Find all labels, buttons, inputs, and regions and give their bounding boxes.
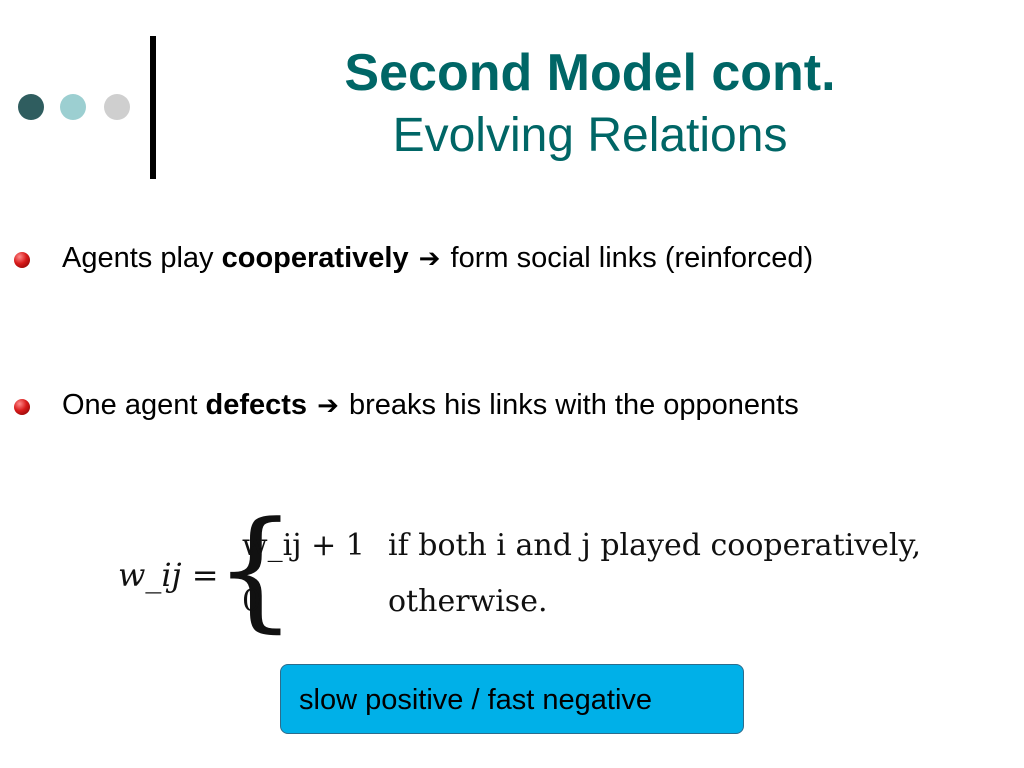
bullet-2-post: breaks his links with the opponents bbox=[340, 389, 799, 421]
decor-vertical-bar bbox=[150, 36, 156, 179]
decor-dot-gray bbox=[104, 94, 130, 120]
formula-case2-condition: otherwise. bbox=[388, 584, 548, 619]
formula-case1-value: w_ij + 1 bbox=[242, 528, 365, 563]
formula-lhs: w_ij = bbox=[118, 556, 219, 594]
decor-dot-dark bbox=[18, 94, 44, 120]
callout-box: slow positive / fast negative bbox=[280, 664, 744, 734]
slide-title: Second Model cont. bbox=[344, 44, 836, 102]
bullet-2-pre: One agent bbox=[62, 389, 206, 421]
formula-brace: { bbox=[214, 493, 297, 645]
arrow-right-icon: ➔ bbox=[418, 243, 441, 273]
formula-case2-value: 0 bbox=[242, 584, 262, 619]
bullet-1-pre: Agents play bbox=[62, 242, 222, 274]
bullet-2-bold: defects bbox=[205, 389, 308, 421]
weight-update-formula: w_ij = { w_ij + 1 if both i and j played… bbox=[118, 504, 958, 638]
bullet-line-2: One agent defects ➔ breaks his links wit… bbox=[62, 389, 799, 422]
bullet-1-post: form social links (reinforced) bbox=[442, 242, 814, 274]
formula-case1-condition: if both i and j played cooperatively, bbox=[388, 528, 922, 563]
bullet-line-1: Agents play cooperatively ➔ form social … bbox=[62, 242, 813, 275]
title-block: Second Model cont. Evolving Relations bbox=[200, 40, 980, 164]
bullet-icon bbox=[14, 252, 30, 268]
bullet-icon bbox=[14, 399, 30, 415]
bullet-1-bold: cooperatively bbox=[221, 242, 409, 274]
slide-subtitle: Evolving Relations bbox=[392, 109, 788, 162]
callout-text: slow positive / fast negative bbox=[299, 684, 653, 716]
decor-dot-light bbox=[60, 94, 86, 120]
arrow-right-icon: ➔ bbox=[317, 390, 339, 420]
